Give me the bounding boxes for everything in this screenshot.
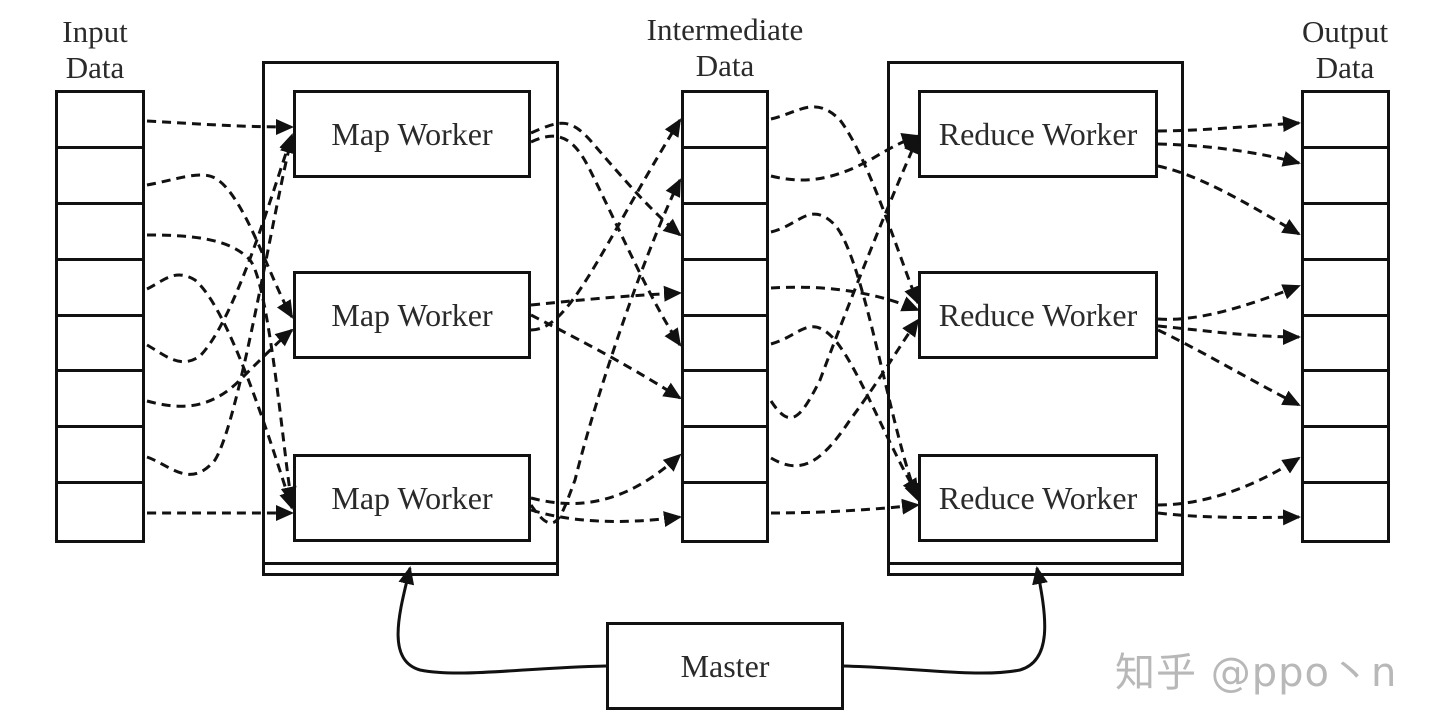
input-data-cell <box>58 484 142 540</box>
output-data-cell <box>1304 149 1387 205</box>
input-data-cell <box>58 372 142 429</box>
output-data-cell <box>1304 261 1387 317</box>
map-container-base-line <box>265 562 556 565</box>
map-worker-label: Map Worker <box>331 479 493 516</box>
output-data-cell <box>1304 317 1387 373</box>
output-label-line2: Data <box>1315 50 1375 85</box>
reduce-worker-1[interactable]: Reduce Worker <box>918 90 1158 178</box>
intermediate-data-cell <box>684 372 766 429</box>
map-worker-2[interactable]: Map Worker <box>293 271 531 359</box>
reduce-worker-label: Reduce Worker <box>938 296 1138 333</box>
output-data-label: Output Data <box>1285 14 1405 86</box>
input-data-label: Input Data <box>40 14 150 86</box>
master-label: Master <box>680 647 770 684</box>
intermediate-data-cell <box>684 317 766 373</box>
input-data-cell <box>58 261 142 317</box>
reduce-container-base-line <box>890 562 1181 565</box>
intermediate-label-line1: Intermediate <box>646 12 804 47</box>
output-label-line1: Output <box>1301 14 1389 49</box>
intermediate-data-cell <box>684 261 766 317</box>
map-worker-1[interactable]: Map Worker <box>293 90 531 178</box>
master-to-reduce-arrow <box>843 566 1048 675</box>
output-data-cell <box>1304 484 1387 540</box>
input-data-cell <box>58 317 142 373</box>
intermediate-data-cell <box>684 428 766 485</box>
intermediate-label-line2: Data <box>695 48 755 83</box>
output-data-cell <box>1304 428 1387 485</box>
reduce-worker-label: Reduce Worker <box>938 479 1138 516</box>
input-data-cell <box>58 205 142 261</box>
intermediate-data-cell <box>684 149 766 205</box>
intermediate-data-column <box>681 90 769 543</box>
map-worker-label: Map Worker <box>331 296 493 333</box>
reduce-worker-label: Reduce Worker <box>938 115 1138 152</box>
output-data-cell <box>1304 372 1387 429</box>
intermediate-data-cell <box>684 205 766 261</box>
reduce-worker-2[interactable]: Reduce Worker <box>918 271 1158 359</box>
intermediate-data-cell <box>684 93 766 149</box>
output-data-cell <box>1304 205 1387 261</box>
map-worker-label: Map Worker <box>331 115 493 152</box>
intermediate-data-cell <box>684 484 766 540</box>
input-data-cell <box>58 149 142 205</box>
master-to-map-arrow <box>396 566 607 675</box>
output-data-cell <box>1304 93 1387 149</box>
reduce-worker-3[interactable]: Reduce Worker <box>918 454 1158 542</box>
input-data-column <box>55 90 145 543</box>
watermark: 知乎 @ppo丶n <box>1115 650 1398 696</box>
input-data-cell <box>58 93 142 149</box>
intermediate-data-label: Intermediate Data <box>620 12 830 84</box>
input-label-line1: Input <box>62 14 128 49</box>
output-data-column <box>1301 90 1390 543</box>
map-worker-3[interactable]: Map Worker <box>293 454 531 542</box>
input-label-line2: Data <box>65 50 125 85</box>
master-node[interactable]: Master <box>606 622 844 710</box>
input-data-cell <box>58 428 142 485</box>
